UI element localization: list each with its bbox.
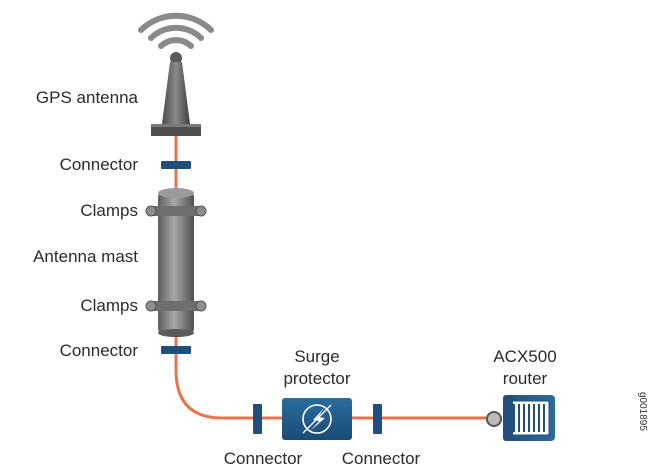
coax-cable bbox=[174, 135, 500, 420]
label-connector-right: Connector bbox=[341, 449, 421, 468]
connector-bottom-icon bbox=[161, 346, 191, 354]
connector-right-icon bbox=[373, 404, 382, 434]
label-clamps-top: Clamps bbox=[80, 201, 138, 220]
label-router-line1: ACX500 bbox=[493, 347, 557, 366]
label-gps-antenna: GPS antenna bbox=[35, 88, 138, 107]
gps-antenna-icon bbox=[151, 52, 201, 136]
clamp-bottom-icon bbox=[145, 300, 207, 312]
lightning-bolt-icon bbox=[310, 408, 325, 431]
connector-left-icon bbox=[253, 404, 262, 434]
clamp-top-icon bbox=[145, 205, 207, 217]
surge-protector-icon bbox=[282, 398, 352, 440]
label-connector-left: Connector bbox=[223, 449, 303, 468]
connector-top-icon bbox=[161, 161, 191, 169]
signal-waves-icon bbox=[138, 12, 214, 49]
figure-id: g001895 bbox=[637, 392, 648, 431]
label-antenna-mast: Antenna mast bbox=[33, 247, 138, 266]
label-surge-protector-line2: protector bbox=[283, 369, 351, 388]
label-connector-bottom: Connector bbox=[59, 341, 138, 360]
label-router-line2: router bbox=[502, 369, 548, 388]
label-clamps-bottom: Clamps bbox=[80, 296, 138, 315]
label-surge-protector-line1: Surge bbox=[294, 347, 340, 366]
label-connector-top: Connector bbox=[59, 155, 138, 174]
antenna-mast-icon bbox=[145, 188, 207, 337]
router-port-icon bbox=[486, 395, 555, 441]
